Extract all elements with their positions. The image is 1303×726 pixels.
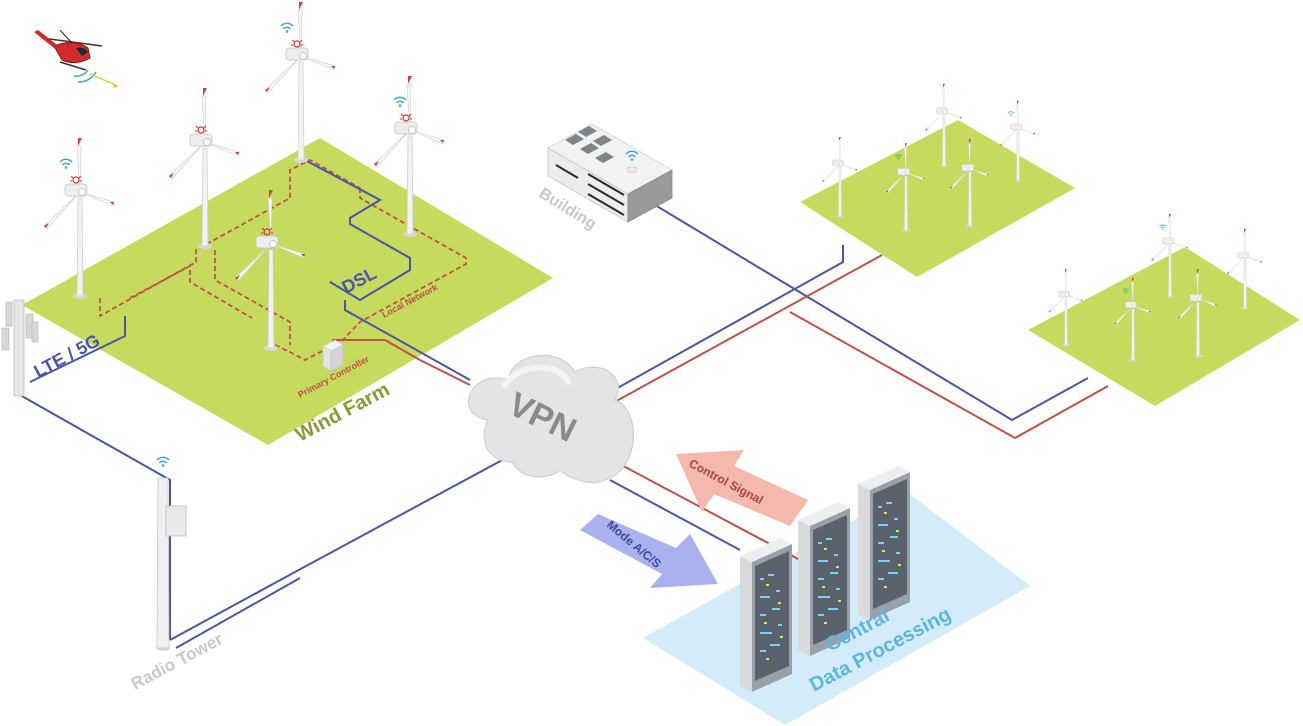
network-links bbox=[19, 158, 1109, 649]
wind-turbine-icon bbox=[264, 1, 336, 164]
server-rack-icon bbox=[740, 538, 792, 692]
control-signal-arrow bbox=[676, 450, 808, 526]
radio-tower-label: Radio Tower bbox=[128, 629, 226, 693]
wind-park-ground-2 bbox=[1028, 247, 1300, 406]
controller-box-icon bbox=[322, 339, 344, 372]
helicopter-icon bbox=[34, 29, 119, 88]
cloud-icon bbox=[468, 354, 634, 483]
wind-park-ground-1 bbox=[800, 120, 1075, 277]
wind-farm-ground bbox=[22, 138, 553, 445]
radio-tower-icon bbox=[156, 456, 187, 651]
building-icon bbox=[547, 123, 673, 223]
local-network-lines bbox=[99, 158, 467, 362]
server-rack-icon bbox=[858, 466, 910, 620]
lte-label: LTE / 5G bbox=[30, 330, 103, 381]
cell-tower-icon bbox=[1, 299, 39, 397]
mode-arrow bbox=[580, 514, 718, 588]
